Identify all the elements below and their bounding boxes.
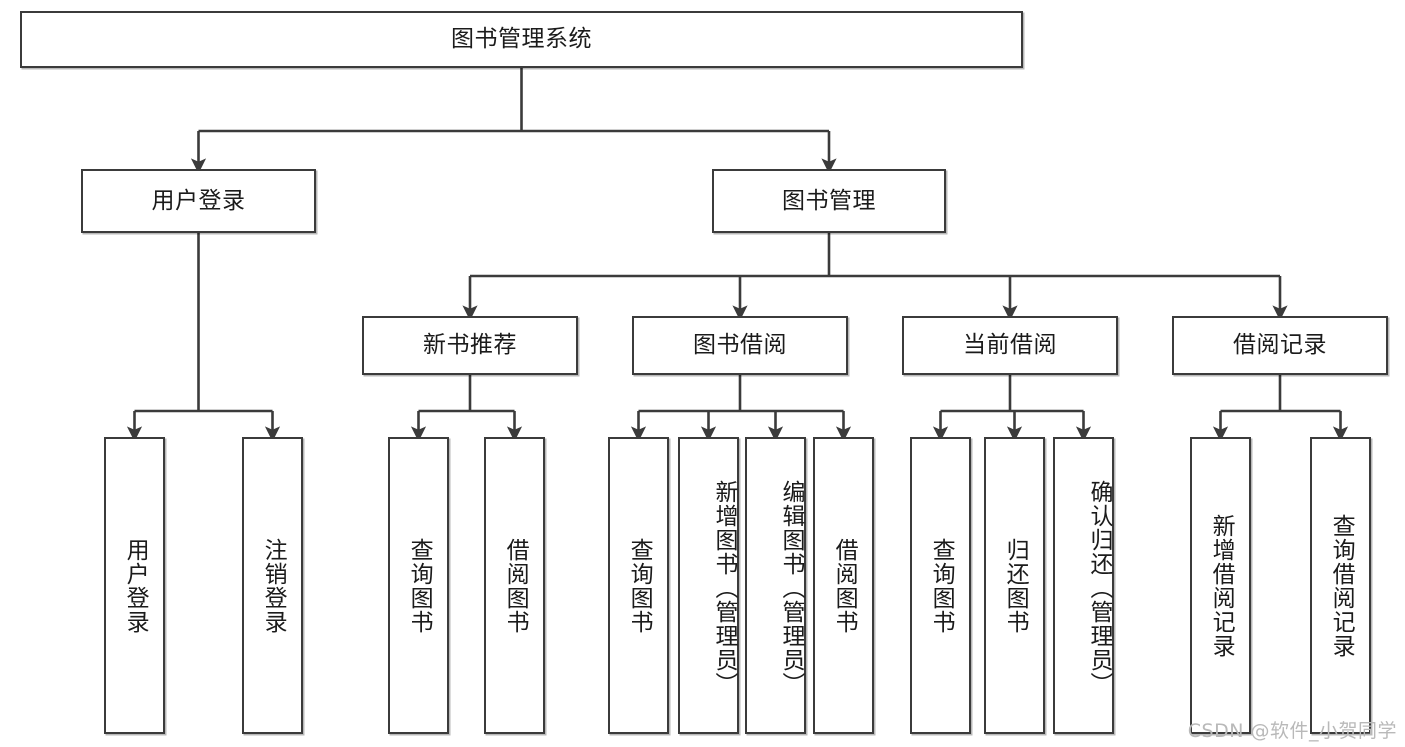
- node-book-borrow-label: 图书借阅: [693, 332, 787, 359]
- node-user-login-label: 用户登录: [151, 187, 246, 214]
- node-leaf-borrow-book-1-label: 借阅图书: [502, 537, 529, 634]
- node-leaf-user-login-label: 用户登录: [122, 537, 149, 634]
- node-leaf-add-book-label: 新增图书（管理员）: [711, 479, 737, 696]
- node-leaf-confirm-return[interactable]: 确认归还（管理员）: [1053, 437, 1114, 734]
- node-leaf-confirm-return-label: 确认归还（管理员）: [1086, 479, 1112, 696]
- node-leaf-logout[interactable]: 注销登录: [242, 437, 303, 734]
- node-leaf-query-book-2-label: 查询图书: [626, 537, 653, 634]
- node-leaf-borrow-book-1[interactable]: 借阅图书: [484, 437, 545, 734]
- node-new-book-recommend[interactable]: 新书推荐: [362, 316, 578, 375]
- node-leaf-query-book-3-label: 查询图书: [928, 537, 955, 634]
- node-root-label: 图书管理系统: [451, 26, 592, 53]
- node-leaf-return-book-label: 归还图书: [1002, 537, 1029, 634]
- node-leaf-query-book-3[interactable]: 查询图书: [910, 437, 971, 734]
- node-borrow-records-label: 借阅记录: [1233, 332, 1327, 359]
- node-leaf-borrow-book-2[interactable]: 借阅图书: [813, 437, 874, 734]
- node-leaf-return-book[interactable]: 归还图书: [984, 437, 1045, 734]
- node-leaf-edit-book-label: 编辑图书（管理员）: [778, 479, 804, 696]
- node-user-login[interactable]: 用户登录: [81, 169, 316, 233]
- node-leaf-add-record[interactable]: 新增借阅记录: [1190, 437, 1251, 734]
- node-leaf-query-record[interactable]: 查询借阅记录: [1310, 437, 1371, 734]
- node-book-management-label: 图书管理: [782, 187, 876, 214]
- node-borrow-records[interactable]: 借阅记录: [1172, 316, 1388, 375]
- node-leaf-borrow-book-2-label: 借阅图书: [831, 537, 858, 634]
- node-leaf-add-book[interactable]: 新增图书（管理员）: [678, 437, 739, 734]
- node-current-borrow[interactable]: 当前借阅: [902, 316, 1118, 375]
- node-leaf-user-login[interactable]: 用户登录: [104, 437, 165, 734]
- node-leaf-query-record-label: 查询借阅记录: [1328, 513, 1355, 658]
- watermark: CSDN @软件_小贺同学: [1187, 720, 1397, 742]
- node-current-borrow-label: 当前借阅: [963, 332, 1057, 359]
- node-leaf-query-book-1-label: 查询图书: [406, 537, 433, 634]
- node-leaf-query-book-1[interactable]: 查询图书: [388, 437, 449, 734]
- node-book-management[interactable]: 图书管理: [712, 169, 946, 233]
- node-new-book-recommend-label: 新书推荐: [423, 332, 517, 359]
- node-book-borrow[interactable]: 图书借阅: [632, 316, 848, 375]
- node-leaf-edit-book[interactable]: 编辑图书（管理员）: [745, 437, 806, 734]
- node-leaf-add-record-label: 新增借阅记录: [1208, 513, 1235, 658]
- node-root[interactable]: 图书管理系统: [20, 11, 1023, 68]
- node-leaf-logout-label: 注销登录: [260, 537, 287, 634]
- node-leaf-query-book-2[interactable]: 查询图书: [608, 437, 669, 734]
